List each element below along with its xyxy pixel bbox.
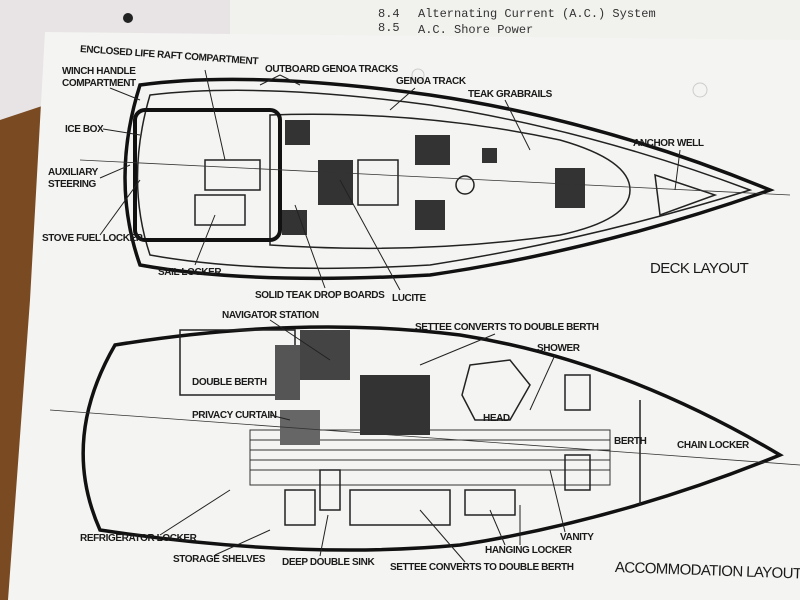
accommodation-labels: NAVIGATOR STATION SETTEE CONVERTS TO DOU… — [80, 310, 800, 583]
label-privacy-curtain: PRIVACY CURTAIN — [192, 410, 277, 421]
label-double-berth: DOUBLE BERTH — [192, 377, 267, 388]
label-winch-handle: WINCH HANDLE — [62, 66, 136, 77]
top-page — [230, 0, 800, 45]
label-sail-locker: SAIL LOCKER — [158, 267, 222, 278]
label-head: HEAD — [483, 413, 510, 424]
label-teak-grabrails: TEAK GRABRAILS — [468, 89, 553, 100]
label-solid-teak-drop-boards: SOLID TEAK DROP BOARDS — [255, 290, 385, 301]
deck-layout-title: DECK LAYOUT — [650, 260, 749, 277]
label-auxiliary: AUXILIARY — [48, 167, 99, 178]
label-anchor-well: ANCHOR WELL — [633, 138, 704, 149]
diagram-page — [8, 32, 800, 600]
section-title: Alternating Current (A.C.) System — [418, 7, 656, 21]
label-winch-compartment: COMPARTMENT — [62, 78, 136, 89]
label-chain-locker: CHAIN LOCKER — [677, 440, 750, 451]
label-deep-double-sink: DEEP DOUBLE SINK — [282, 557, 375, 568]
label-stove-fuel-locker: STOVE FUEL LOCKER — [42, 233, 144, 244]
label-berth: BERTH — [614, 436, 647, 447]
binder-hole — [123, 13, 133, 23]
section-title: A.C. Shore Power — [418, 23, 533, 37]
label-settee-top: SETTEE CONVERTS TO DOUBLE BERTH — [415, 322, 599, 333]
label-navigator-station: NAVIGATOR STATION — [222, 310, 319, 321]
section-number: 8.5 — [378, 21, 400, 35]
label-shower: SHOWER — [537, 343, 581, 354]
label-vanity: VANITY — [560, 532, 594, 543]
label-genoa-track: GENOA TRACK — [396, 76, 467, 87]
top-page-text: 8.4 Alternating Current (A.C.) System 8.… — [378, 7, 656, 37]
label-refrigerator-locker: REFRIGERATOR LOCKER — [80, 533, 198, 544]
label-hanging-locker: HANGING LOCKER — [485, 545, 573, 556]
section-number: 8.4 — [378, 7, 400, 21]
label-settee-bottom: SETTEE CONVERTS TO DOUBLE BERTH — [390, 562, 574, 573]
accommodation-layout-title: ACCOMMODATION LAYOUT — [615, 559, 800, 583]
accommodation-layout-drawing — [49, 325, 800, 552]
label-steering: STEERING — [48, 179, 97, 190]
deck-layout-drawing — [79, 77, 791, 281]
binder-hole — [692, 82, 708, 98]
label-outboard-genoa-tracks: OUTBOARD GENOA TRACKS — [265, 64, 399, 75]
label-ice-box: ICE BOX — [65, 124, 104, 135]
label-lucite: LUCITE — [392, 293, 426, 304]
binder-hole — [411, 68, 425, 82]
label-storage-shelves: STORAGE SHELVES — [173, 554, 266, 565]
